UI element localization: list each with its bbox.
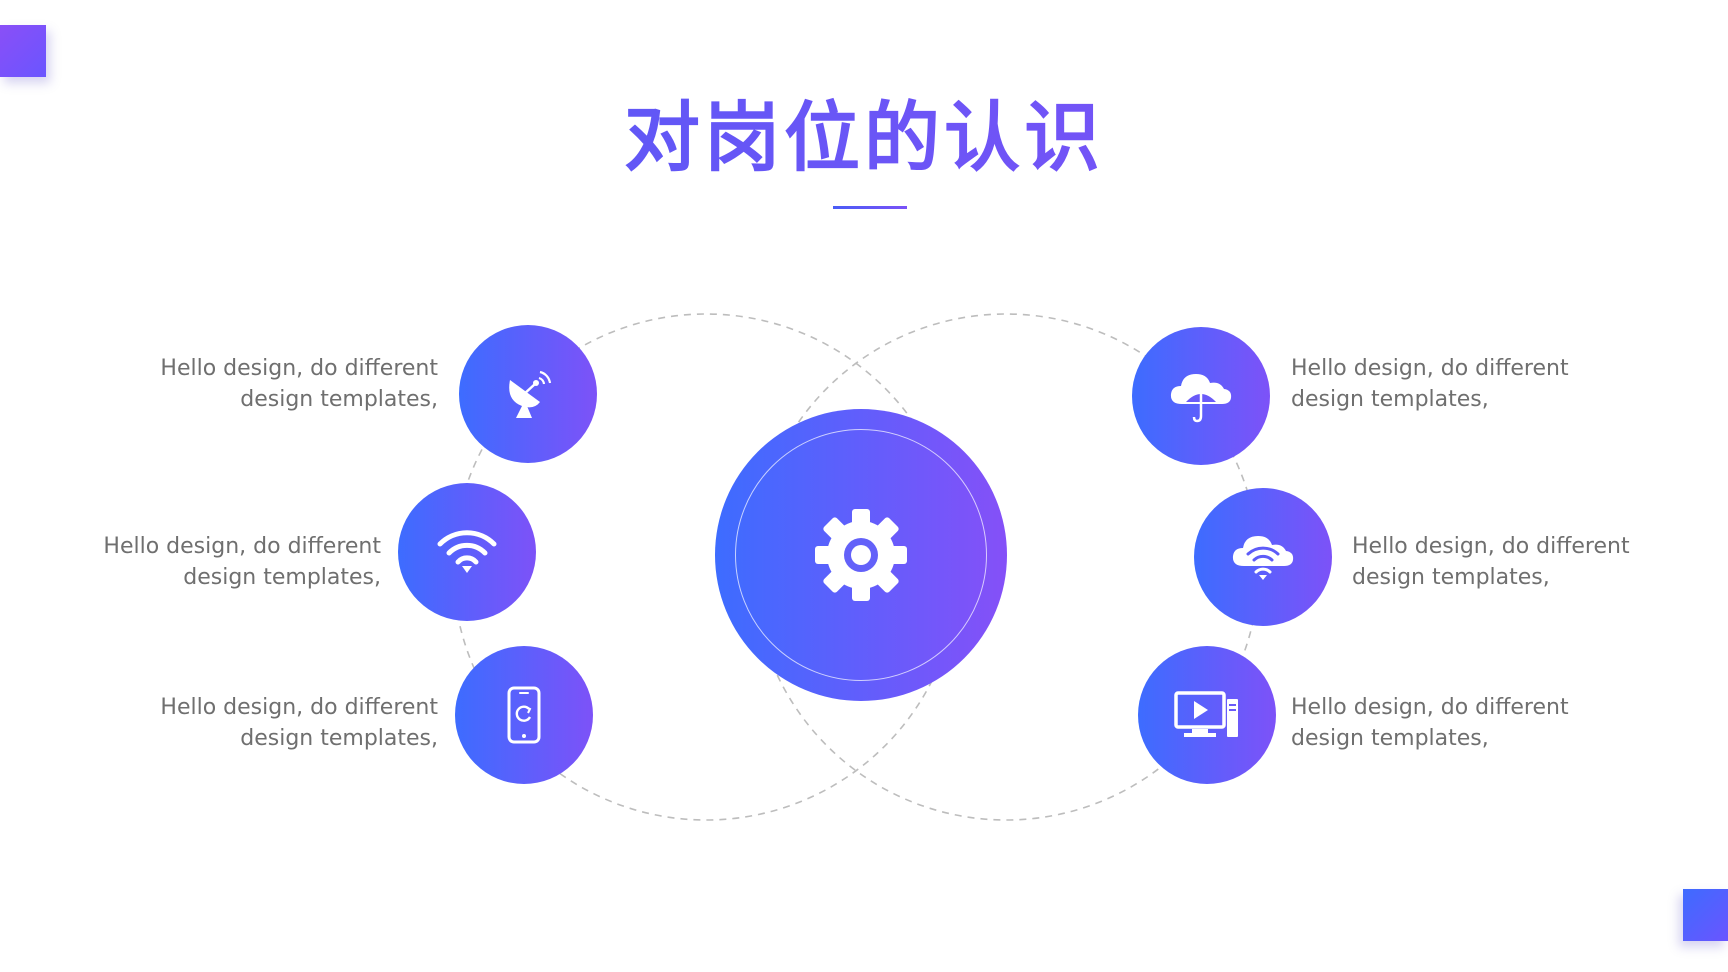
bubble-satellite[interactable] <box>459 325 597 463</box>
bubble-cloud-umbrella[interactable] <box>1132 327 1270 465</box>
corner-accent-top-left <box>0 25 46 77</box>
satellite-dish-icon <box>509 370 552 418</box>
smartphone-icon <box>507 686 541 744</box>
video-monitor-icon <box>1174 691 1238 737</box>
corner-accent-bottom-right <box>1683 889 1728 941</box>
bubble-wifi[interactable] <box>398 483 536 621</box>
page-title: 对岗位的认识 <box>0 90 1728 186</box>
cloud-umbrella-icon <box>1170 374 1232 423</box>
bubble-cloud-wifi[interactable] <box>1194 488 1332 626</box>
bubble-smartphone[interactable] <box>455 646 593 784</box>
cloud-wifi-icon <box>1232 536 1294 580</box>
gear-icon <box>815 509 907 601</box>
title-underline <box>833 206 907 209</box>
center-inner-ring <box>735 429 987 681</box>
center-hub <box>715 409 1007 701</box>
wifi-icon <box>437 530 497 573</box>
bubble-video-monitor[interactable] <box>1138 646 1276 784</box>
